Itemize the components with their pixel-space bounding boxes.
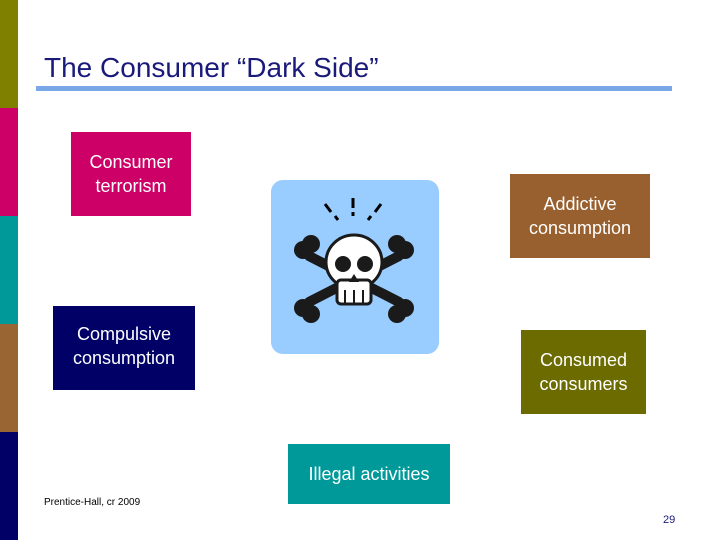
page-number: 29 [663, 514, 676, 526]
stripe-teal [0, 216, 18, 324]
compulsive-consumption-box: Compulsive consumption [53, 306, 195, 390]
consumed-consumers-box: Consumed consumers [521, 330, 646, 414]
footer-credit: Prentice-Hall, cr 2009 [44, 497, 141, 508]
illegal-activities-box: Illegal activities [288, 444, 450, 504]
illegal-activities-label: Illegal activities [308, 464, 430, 484]
stripe-magenta [0, 108, 18, 216]
title-underline [36, 86, 672, 91]
stripe-navy [0, 432, 18, 540]
consumer-terrorism-label: Consumer terrorism [89, 152, 173, 196]
consumer-terrorism-box: Consumer terrorism [71, 132, 191, 216]
skull-crossbones-icon [271, 180, 439, 354]
slide-title: The Consumer “Dark Side” [44, 52, 379, 83]
addictive-consumption-box: Addictive consumption [510, 174, 650, 258]
compulsive-consumption-label: Compulsive consumption [72, 324, 176, 368]
consumed-consumers-label: Consumed consumers [539, 350, 628, 394]
stripe-brown [0, 324, 18, 432]
stripe-olive [0, 0, 18, 108]
addictive-consumption-label: Addictive consumption [528, 194, 632, 238]
